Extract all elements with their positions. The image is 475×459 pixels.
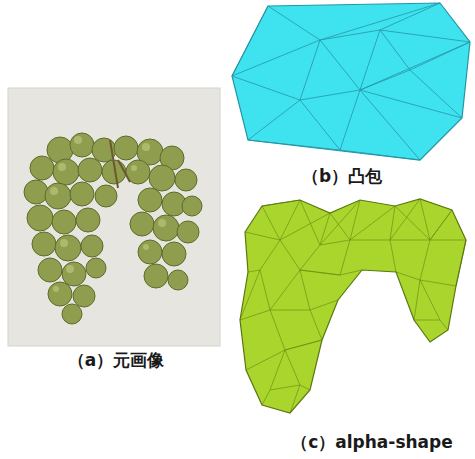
alpha-shape-mesh — [240, 199, 466, 413]
panel-caption: （c）alpha-shape — [291, 432, 453, 452]
grape-photo — [8, 88, 220, 346]
panel-caption: （b）凸包 — [302, 166, 382, 186]
panel-caption: （a）元画像 — [68, 350, 164, 370]
convex-hull-mesh — [232, 3, 470, 160]
